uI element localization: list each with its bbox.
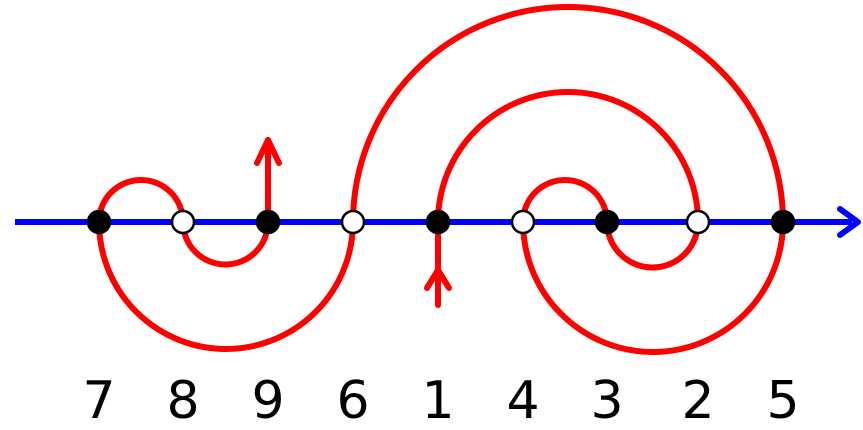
arc-upper-7-8 [96,177,186,225]
point-6-open [340,209,366,235]
label-3: 3 [590,371,623,430]
point-4-open [510,209,536,235]
point-8-open [170,209,196,235]
label-2: 2 [681,371,714,430]
arc-upper-1-2 [435,89,701,225]
point-1-filled [425,209,451,235]
label-5: 5 [766,371,799,430]
arc-upper-6-5 [350,4,786,225]
label-8: 8 [166,371,199,430]
arc-lower-8-9 [180,219,271,268]
point-2-open [685,209,711,235]
label-1: 1 [421,371,454,430]
label-9: 9 [251,371,284,430]
point-7-filled [86,209,112,235]
point-3-filled [594,209,620,235]
end-arrow-9 [254,137,282,166]
label-6: 6 [336,371,369,430]
point-9-filled [255,209,281,235]
arc-lower-4-5 [520,219,786,355]
arc-lower-3-2 [604,219,701,271]
label-4: 4 [506,371,539,430]
arc-upper-4-3 [520,177,610,225]
arc-lower-7-6 [96,219,356,352]
end-arrow-1 [424,267,452,291]
label-7: 7 [82,371,115,430]
axis-arrowhead [837,206,861,238]
point-5-filled [770,209,796,235]
